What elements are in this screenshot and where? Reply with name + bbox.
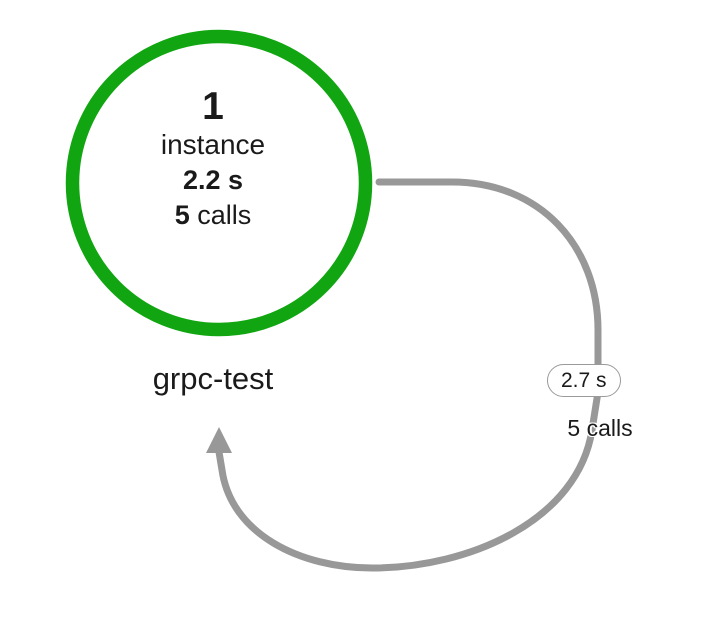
node-ring-grpc-test[interactable] [65, 29, 373, 337]
edge-sublabel-calls: 5 calls [567, 415, 633, 441]
edge-badge-latency[interactable]: 2.7 s [547, 364, 621, 397]
edge-path [375, 178, 602, 396]
edge-path-lower [215, 388, 602, 572]
node-title-grpc-test[interactable]: grpc-test [152, 361, 274, 396]
edge-grpc-test-self-loop[interactable] [206, 178, 602, 572]
edge-arrowhead [206, 427, 232, 453]
